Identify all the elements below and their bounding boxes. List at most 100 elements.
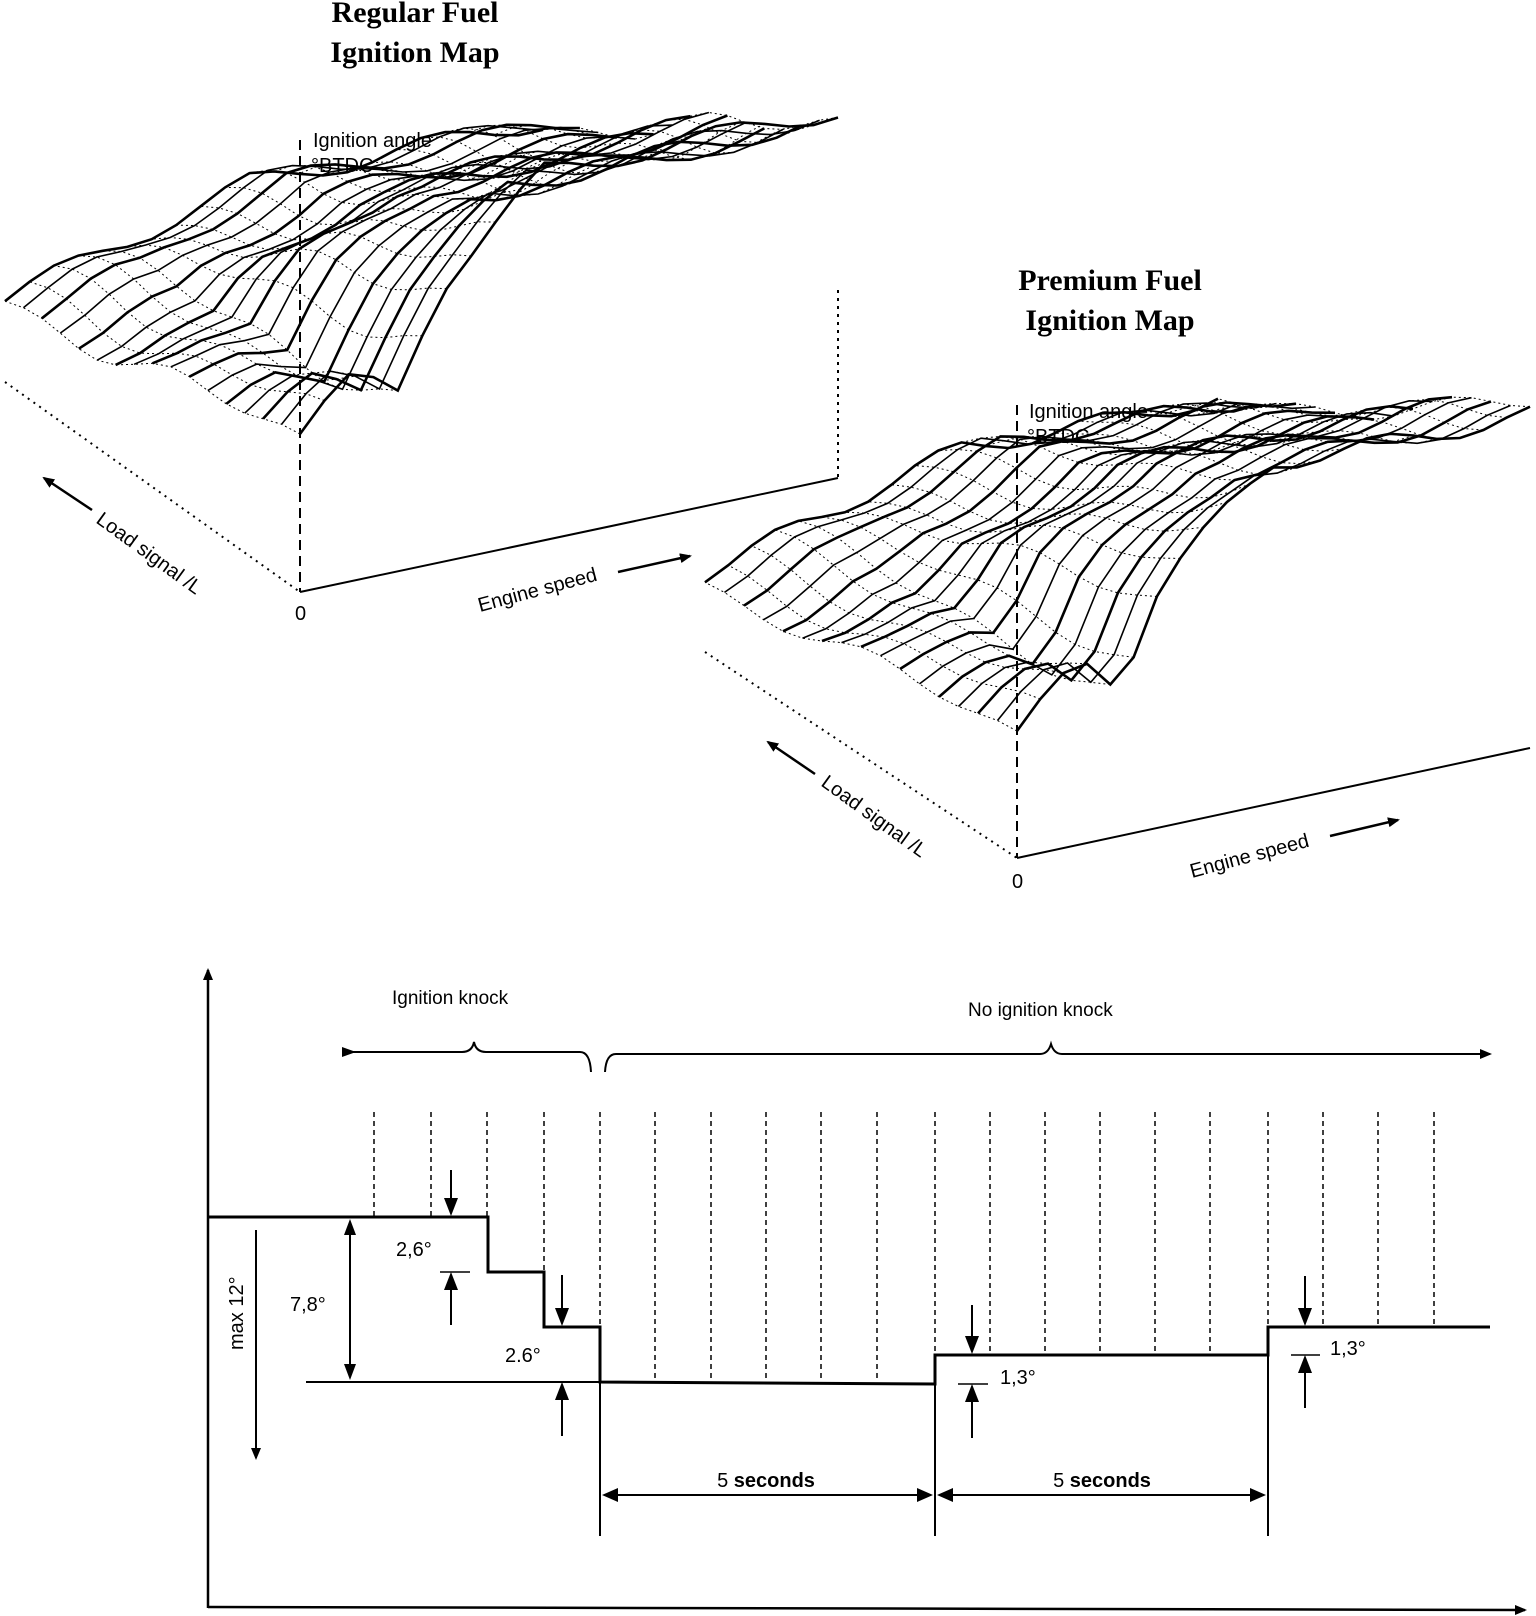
interval2-arrow-right — [1250, 1488, 1266, 1502]
total-retard-arrow-top — [344, 1219, 356, 1235]
premium-surface-load-line — [984, 436, 1297, 475]
regular-map-base-left — [4, 381, 301, 593]
interval2-arrow-left — [937, 1488, 953, 1502]
regular-surface-speed-line — [133, 124, 673, 366]
premium-map-z-label-line1: Ignition angle — [1029, 401, 1148, 423]
premium-map-title-line1: Premium Fuel — [1018, 264, 1202, 297]
premium-map-speed-arrow — [1329, 817, 1400, 838]
premium-map-load-label: Load signal /L — [817, 771, 931, 862]
premium-surface-speed-line — [724, 403, 1238, 594]
recovery1-arrow-up — [965, 1384, 979, 1402]
interval2-label: 5 seconds — [1053, 1470, 1151, 1492]
regular-surface-load-line — [445, 121, 741, 162]
premium-surface-load-line — [774, 529, 1088, 665]
premium-surface-load-line — [1008, 438, 1321, 465]
interval1-arrow-right — [917, 1488, 933, 1502]
premium-surface-speed-line — [821, 409, 1336, 643]
regular-surface-load-line — [53, 265, 349, 376]
interval1-label: 5 seconds — [717, 1470, 815, 1492]
regular-surface-speed-line — [4, 128, 544, 303]
total-retard-arrow-bottom — [344, 1364, 356, 1380]
regular-surface-load-line — [469, 123, 765, 161]
step1-arrow-down — [444, 1198, 458, 1216]
no-ignition-knock-label: No ignition knock — [968, 1000, 1113, 1021]
regular-surface-load-line — [396, 135, 692, 180]
premium-surface-load-line — [728, 564, 1041, 700]
regular-surface-load-line — [371, 148, 667, 181]
interval2-number: 5 — [1053, 1470, 1064, 1492]
premium-surface-load-line — [1217, 396, 1531, 421]
premium-map-base-left — [704, 651, 1018, 859]
premium-surface-load-line — [821, 516, 1134, 658]
premium-ignition-map: Premium Fuel Ignition Map Ignition angle… — [704, 264, 1531, 893]
ignition-knock-brace — [342, 1041, 592, 1073]
no-ignition-knock-brace — [604, 1040, 1492, 1073]
premium-map-surface — [704, 395, 1531, 732]
recovery1-label: 1,3° — [1000, 1367, 1036, 1389]
regular-surface-load-line — [347, 153, 643, 179]
premium-surface-load-line — [961, 435, 1274, 481]
premium-map-box — [704, 405, 1531, 859]
regular-surface-load-line — [273, 162, 570, 201]
premium-surface-load-line — [1194, 398, 1507, 419]
max-retard-label: max 12° — [226, 1276, 248, 1350]
regular-surface-speed-line — [78, 132, 617, 350]
premium-map-z-label-line2: °BTDC — [1027, 426, 1089, 448]
regular-map-surface — [4, 111, 839, 435]
regular-surface-speed-line — [152, 114, 691, 365]
regular-surface-load-line — [78, 255, 374, 382]
ignition-knock-brace-tip — [342, 1047, 356, 1057]
premium-map-speed-label: Engine speed — [1188, 830, 1312, 883]
step2-arrow-down — [555, 1308, 569, 1326]
regular-map-origin-label: 0 — [295, 603, 306, 625]
regular-map-base-front — [299, 477, 839, 593]
recovery2-arrow-down — [1298, 1308, 1312, 1326]
regular-surface-speed-line — [96, 135, 636, 361]
regular-surface-load-line — [29, 281, 325, 402]
premium-surface-load-line — [704, 581, 1018, 732]
regular-surface-load-line — [4, 300, 301, 435]
step1-arrow-up — [444, 1272, 458, 1290]
regular-surface-load-line — [176, 224, 472, 258]
premium-map-title-line2: Ignition Map — [1025, 304, 1194, 337]
regular-map-z-label-line1: Ignition angle — [313, 130, 432, 152]
knock-control-diagram: Ignition knock No ignition knock max 12°… — [203, 968, 1527, 1615]
regular-map-speed-arrow — [617, 553, 692, 574]
premium-map-base-front — [1016, 747, 1531, 859]
regular-surface-load-line — [249, 162, 545, 206]
interval1-unit: seconds — [734, 1470, 815, 1492]
regular-surface-speed-line — [225, 127, 765, 405]
premium-surface-speed-line — [841, 414, 1355, 644]
regular-surface-load-line — [420, 125, 716, 173]
regular-surface-speed-line — [262, 124, 802, 420]
premium-surface-load-line — [938, 448, 1251, 499]
premium-surface-load-line — [1171, 403, 1484, 431]
regular-map-load-arrow — [42, 476, 93, 512]
interval2-unit: seconds — [1070, 1470, 1151, 1492]
regular-map-title-line1: Regular Fuel — [332, 0, 499, 29]
regular-surface-load-line — [542, 111, 839, 140]
step2-arrow-up — [555, 1382, 569, 1400]
premium-surface-load-line — [844, 511, 1157, 597]
recovery1-arrow-down — [965, 1336, 979, 1354]
regular-map-speed-label: Engine speed — [476, 564, 600, 617]
premium-surface-load-line — [1054, 432, 1367, 456]
premium-surface-load-line — [751, 545, 1064, 674]
regular-surface-speed-line — [207, 121, 747, 392]
premium-surface-load-line — [1031, 434, 1344, 454]
premium-surface-speed-line — [763, 402, 1277, 621]
regular-map-title-line2: Ignition Map — [330, 36, 499, 69]
total-retard-label: 7,8° — [290, 1294, 326, 1316]
premium-surface-speed-line — [996, 404, 1511, 722]
step1-label: 2,6° — [396, 1239, 432, 1261]
premium-surface-load-line — [1147, 401, 1461, 440]
ignition-knock-label: Ignition knock — [392, 988, 509, 1009]
regular-surface-load-line — [200, 205, 496, 241]
interval1-arrow-left — [602, 1488, 618, 1502]
premium-map-load-arrow — [766, 740, 816, 776]
premium-surface-load-line — [914, 465, 1228, 514]
knock-x-axis — [207, 1604, 1527, 1615]
regular-ignition-map: Regular Fuel Ignition Map Ignition angle… — [4, 0, 839, 625]
step2-label: 2.6° — [505, 1345, 541, 1367]
